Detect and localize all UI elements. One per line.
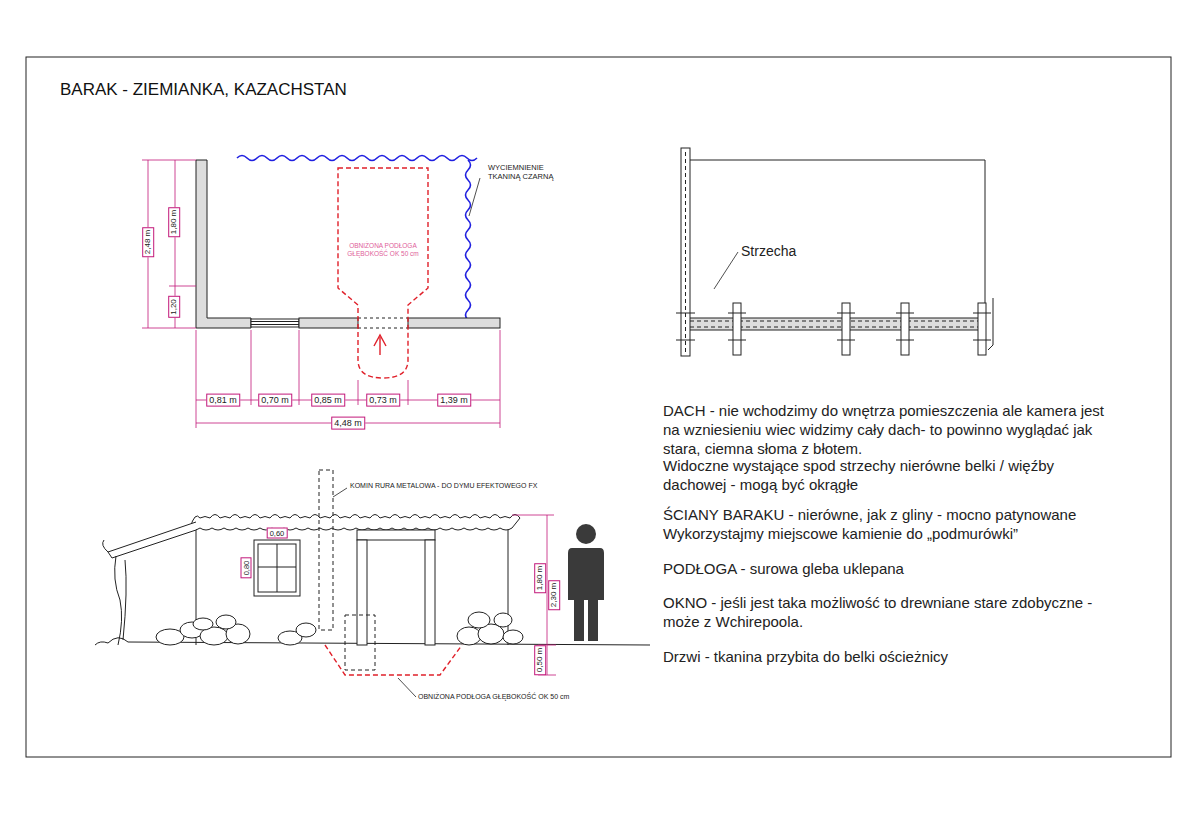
entry-arrow (374, 335, 386, 346)
design-note: OKNO - jeśli jest taka możliwość to drew… (663, 593, 1108, 631)
leader-line (469, 178, 480, 216)
dimension: 2,48 m (142, 227, 154, 257)
human-figure (568, 524, 604, 641)
door-line (358, 328, 408, 329)
window-line (251, 321, 299, 322)
entry-arrow (379, 337, 380, 355)
dimension: 1,20 (168, 296, 180, 318)
plan-view (196, 156, 500, 379)
plan-dimensions (142, 160, 500, 428)
dimension: 0,80 (241, 558, 252, 579)
design-note: ŚCIANY BARAKU - nierówne, jak z gliny - … (663, 505, 1108, 524)
callout-note: OBNIŻONA PODŁOGA GŁĘBOKOŚĆ OK 50 cm (418, 693, 569, 701)
wall (196, 160, 251, 328)
design-note: Widoczne wystające spod strzechy nierówn… (663, 456, 1108, 494)
dimension: 1,80 m (168, 207, 180, 237)
elevation-view (95, 470, 650, 697)
fabric-line (237, 156, 477, 161)
window-line (251, 324, 299, 325)
sheet-frame (26, 57, 1171, 757)
roof-view (676, 148, 993, 356)
dimension: 0,81 m (206, 394, 240, 407)
design-note: DACH - nie wchodzimy do wnętrza pomieszc… (663, 401, 1108, 458)
dimension: 1,39 m (437, 394, 471, 407)
callout-note: KOMIN RURA METALOWA - DO DYMU EFEKTOWEGO… (350, 482, 537, 490)
window-opening (251, 319, 299, 327)
wall (408, 318, 500, 328)
door-line (358, 318, 408, 319)
design-note: Drzwi - tkanina przybita do belki oścież… (663, 647, 1108, 666)
sheet-title: BARAK - ZIEMIANKA, KAZACHSTAN (60, 80, 347, 100)
design-note: Wykorzystajmy miejscowe kamienie do „pod… (663, 524, 1108, 543)
fabric-line (466, 160, 471, 320)
dimension: 0,85 m (311, 394, 345, 407)
dimension: 2,30 m (548, 580, 560, 610)
design-note: PODŁOGA - surowa gleba uklepana (663, 559, 1108, 578)
callout-note: WYCIEMNIENIE TKANINĄ CZARNĄ (488, 163, 578, 181)
dimension: 1,80 m (534, 563, 546, 593)
part-name: Strzecha (741, 243, 796, 260)
lowered-floor-outline (338, 168, 428, 378)
dimension: 0,73 m (366, 394, 400, 407)
dimension: 0,70 m (258, 394, 292, 407)
dimension: 4,48 m (331, 417, 365, 430)
wall (299, 318, 358, 328)
dimension: 0,60 (267, 528, 288, 539)
dimension: 0,50 m (534, 645, 546, 675)
floor-note: OBNIŻONA PODŁOGA GŁĘBOKOŚĆ OK 50 cm (343, 242, 423, 258)
